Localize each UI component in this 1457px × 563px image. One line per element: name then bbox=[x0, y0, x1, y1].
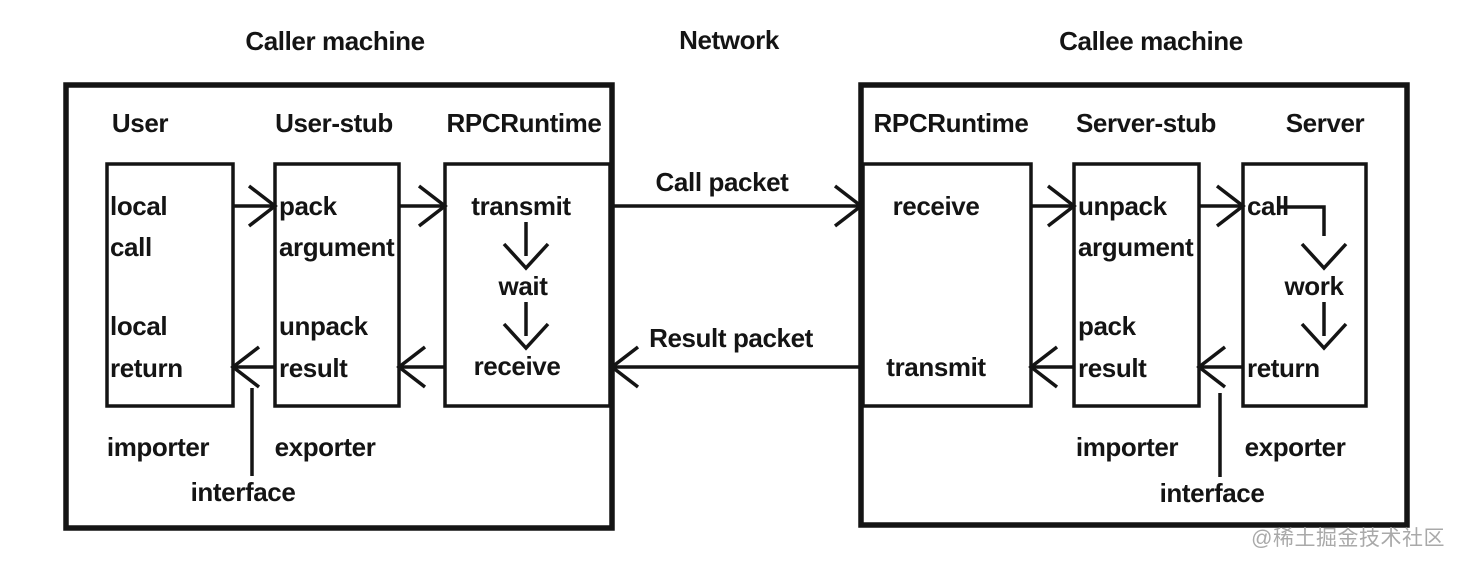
arrow-localcall-to-pack bbox=[233, 184, 278, 228]
user-box bbox=[105, 162, 235, 408]
user-local-call-line2: call bbox=[110, 232, 152, 262]
arrow-pack-to-transmit bbox=[399, 184, 448, 228]
rpc-callee-box bbox=[861, 162, 1033, 408]
arrow-receive-to-unpack bbox=[1031, 184, 1077, 228]
server-return: return bbox=[1247, 353, 1320, 383]
callee-exporter-label: exporter bbox=[1244, 432, 1346, 462]
serverstub-unpack-line2: argument bbox=[1078, 232, 1194, 262]
serverstub-pack-line1: pack bbox=[1078, 311, 1136, 341]
user-local-return-line1: local bbox=[110, 311, 168, 341]
userstub-pack-line2: argument bbox=[279, 232, 395, 262]
caller-machine-box bbox=[63, 82, 615, 531]
server-header: Server bbox=[1285, 108, 1365, 138]
server-stub-box bbox=[1072, 162, 1201, 408]
watermark-text: @稀土掘金技术社区 bbox=[1251, 527, 1445, 550]
rpc-caller-wait: wait bbox=[498, 271, 548, 301]
userstub-unpack-line1: unpack bbox=[279, 311, 368, 341]
user-stub-box bbox=[273, 162, 401, 408]
rpc-caller-header: RPCRuntime bbox=[446, 108, 602, 138]
server-call: call bbox=[1247, 191, 1289, 221]
rpc-caller-transmit: transmit bbox=[471, 191, 571, 221]
arrow-receive-to-result bbox=[396, 345, 445, 389]
arrow-result-to-localreturn bbox=[230, 345, 275, 389]
rpc-caller-box bbox=[443, 162, 612, 408]
server-box bbox=[1241, 162, 1368, 408]
userstub-unpack-line2: result bbox=[279, 353, 348, 383]
caller-machine-title: Caller machine bbox=[245, 26, 425, 56]
rpc-callee-transmit: transmit bbox=[886, 352, 986, 382]
caller-exporter-label: exporter bbox=[274, 432, 376, 462]
arrow-call-to-work bbox=[1279, 205, 1348, 271]
arrow-call-packet bbox=[612, 184, 864, 228]
user-header: User bbox=[111, 108, 169, 138]
serverstub-pack-line2: result bbox=[1078, 353, 1147, 383]
arrow-result-packet bbox=[609, 345, 861, 389]
arrow-transmit-to-wait bbox=[502, 222, 550, 271]
call-packet-label: Call packet bbox=[655, 167, 789, 197]
arrow-return-to-packresult bbox=[1196, 345, 1243, 389]
arrow-wait-to-receive bbox=[502, 302, 550, 351]
arrow-unpack-to-call bbox=[1199, 184, 1246, 228]
serverstub-unpack-line1: unpack bbox=[1078, 191, 1167, 221]
caller-interface-label: interface bbox=[190, 477, 296, 507]
arrow-packresult-to-transmit bbox=[1028, 345, 1074, 389]
rpc-caller-receive: receive bbox=[473, 351, 561, 381]
network-title: Network bbox=[679, 25, 779, 55]
server-work: work bbox=[1284, 271, 1344, 301]
callee-machine-title: Callee machine bbox=[1059, 26, 1243, 56]
userstub-pack-line1: pack bbox=[279, 191, 337, 221]
callee-machine-box bbox=[858, 82, 1410, 528]
arrow-work-to-return bbox=[1300, 302, 1348, 351]
caller-importer-label: importer bbox=[106, 432, 210, 462]
user-stub-header: User-stub bbox=[275, 108, 393, 138]
server-stub-header: Server-stub bbox=[1075, 108, 1217, 138]
result-packet-label: Result packet bbox=[649, 323, 813, 353]
rpc-callee-header: RPCRuntime bbox=[873, 108, 1029, 138]
rpc-callee-receive: receive bbox=[892, 191, 980, 221]
user-local-call-line1: local bbox=[110, 191, 168, 221]
callee-importer-label: importer bbox=[1075, 432, 1179, 462]
callee-interface-label: interface bbox=[1159, 478, 1265, 508]
user-local-return-line2: return bbox=[110, 353, 183, 383]
